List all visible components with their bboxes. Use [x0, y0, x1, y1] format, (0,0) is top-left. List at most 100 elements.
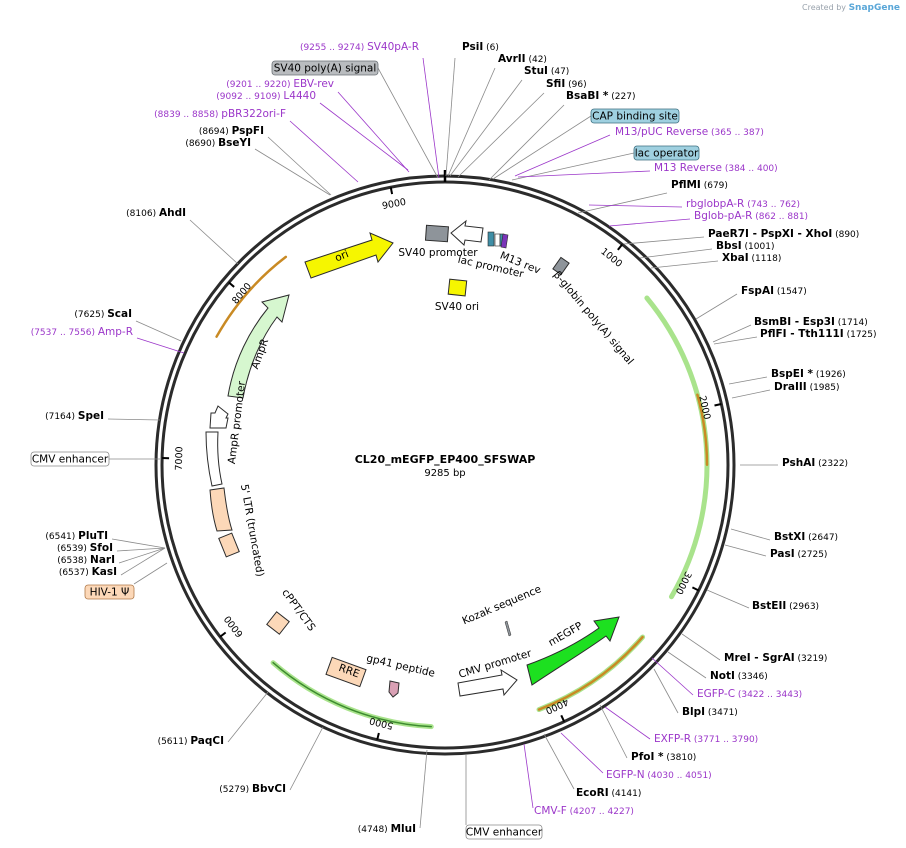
leader-bstEII [706, 589, 750, 609]
orange-arc-lower [537, 635, 644, 711]
leader-mreI [681, 633, 721, 661]
site-label-bbsI: BbsI (1001) [716, 240, 774, 252]
label-name-bbvCI: BbvCI [252, 783, 286, 795]
site-label-pluTI: (6541) PluTI [45, 530, 108, 542]
leader-pflFI [713, 336, 758, 345]
plasmid-length: 9285 bp [424, 468, 465, 479]
tick-3000 [691, 586, 700, 592]
label-pos-amp_r: (7537 .. 7556) [31, 328, 98, 338]
label-name-m13puc: M13/pUC Reverse [615, 126, 708, 138]
leader-amp_r [136, 337, 185, 354]
label-name-bsaBI: BsaBI * [566, 90, 609, 102]
label-pos-bstEII: (2963) [786, 602, 819, 612]
primer-label-egfp_n: EGFP-N (4030 .. 4051) [606, 769, 712, 781]
site-and-primer-labels: PsiI (6)AvrII (42)StuI (47)SfiI (96)BsaB… [31, 41, 877, 835]
label-name-bstEII: BstEII [752, 600, 786, 612]
label-pos-bsmBI: (1714) [835, 318, 868, 328]
tick-label-1000: 1000 [598, 246, 624, 270]
site-label-bbvCI: (5279) BbvCI [219, 783, 286, 795]
label-name-xbaI: XbaI [722, 252, 749, 264]
label-name-notI: NotI [710, 670, 735, 682]
leader-hiv1 [133, 562, 168, 585]
label-name-speI: SpeI [78, 410, 104, 422]
beta-globin-block [552, 256, 570, 276]
label-pos-cmv_f: (4207 .. 4227) [567, 807, 634, 817]
site-label-scaI: (7625) ScaI [74, 308, 132, 320]
leader-egfp_c [651, 657, 694, 696]
label-pos-pasI: (2725) [795, 550, 828, 560]
leader-fspAI [695, 293, 738, 320]
label-name-scaI: ScaI [107, 308, 132, 320]
tick-label-4000: 4000 [544, 696, 571, 716]
primer-label-sv40pa_r: (9255 .. 9274) SV40pA-R [300, 41, 419, 53]
inner-features [205, 219, 620, 698]
label-name-amp_r: Amp-R [98, 326, 133, 338]
label-name-pasI: PasI [770, 548, 795, 560]
label-pos-pfoI: (3810) [664, 753, 697, 763]
primer-label-amp_r: (7537 .. 7556) Amp-R [31, 326, 133, 338]
label-pos-pshAI: (2322) [815, 459, 848, 469]
label-pos-ecoRI: (4141) [609, 789, 642, 799]
cmv-promoter-arrow [457, 668, 518, 697]
label-pos-bstXI: (2647) [805, 533, 838, 543]
leader-bstXI [730, 528, 771, 541]
label-pos-notI: (3346) [735, 672, 768, 682]
site-label-mreI: MreI - SgrAI (3219) [724, 652, 827, 664]
leader-cmv_f [523, 743, 534, 809]
leader-narI [118, 547, 166, 564]
leader-bbvCI [289, 726, 324, 791]
leader-bseYI [254, 148, 331, 196]
site-label-pspFI: (8694) PspFI [199, 125, 264, 137]
leader-sfiI [457, 92, 545, 178]
primer-label-rbglob: rbglobpA-R (743 .. 762) [686, 198, 800, 210]
gp41-arrow [388, 680, 400, 698]
primer-label-bglob: Bglob-pA-R (862 .. 881) [694, 210, 808, 222]
tick-9000 [389, 187, 394, 195]
label-name-bspEI: BspEI * [771, 368, 814, 380]
label-name-m13rev: M13 Reverse [654, 162, 722, 174]
green-arc-bottom [272, 661, 433, 728]
label-pos-m13puc: (365 .. 387) [708, 128, 764, 138]
cap-site-block [487, 231, 495, 247]
primer-label-exfp_r: EXFP-R (3771 .. 3790) [654, 733, 758, 745]
leader-speI [107, 418, 161, 421]
feature-label-ori_label: ori [333, 248, 350, 264]
label-pos-stuI: (47) [548, 67, 569, 77]
leader-lacop [511, 152, 635, 181]
site-label-sfoI: (6539) SfoI [57, 542, 113, 554]
label-pos-paqCI: (5611) [158, 737, 191, 747]
cppt-block [266, 611, 290, 635]
box-cmv_enh_l [30, 451, 110, 467]
leader-paeR7I [623, 236, 705, 245]
lac-promoter-block [494, 233, 501, 247]
label-name-cmv_f: CMV-F [534, 805, 567, 817]
label-pos-scaI: (7625) [74, 310, 107, 320]
site-label-bspEI: BspEI * (1926) [771, 368, 846, 380]
box-label-hiv1: HIV-1 Ψ [90, 587, 130, 599]
site-label-stuI: StuI (47) [524, 65, 569, 77]
leader-bglob [608, 218, 691, 227]
leader-bsaBI [488, 104, 565, 181]
label-pos-pflMI: (679) [701, 181, 728, 191]
leader-sv40pa_r [422, 57, 440, 179]
label-pos-mreI: (3219) [795, 654, 828, 664]
label-pos-blpI: (3471) [705, 708, 738, 718]
site-label-kasI: (6537) KasI [59, 566, 117, 578]
leader-l4440 [319, 102, 409, 171]
label-pos-paeR7I: (890) [832, 230, 859, 240]
leader-rbglob [588, 204, 683, 208]
box-lacop [633, 145, 700, 161]
label-pos-pluTI: (6541) [45, 532, 78, 542]
label-name-avrII: AvrII [498, 53, 526, 65]
hiv-psi-block [218, 532, 240, 558]
sv40-polyA-block [424, 224, 449, 243]
orange-arc-right [696, 393, 709, 467]
box-cap [590, 108, 680, 124]
orange-arc-left [215, 255, 288, 338]
leader-sv40polyA [377, 67, 439, 179]
plasmid-name: CL20_mEGFP_EP400_SFSWAP [355, 453, 536, 466]
site-label-ecoRI: EcoRI (4141) [576, 787, 641, 799]
leader-pluTI [111, 538, 166, 549]
label-pos-psiI: (6) [483, 43, 499, 53]
label-pos-bsaBI: (227) [608, 92, 635, 102]
